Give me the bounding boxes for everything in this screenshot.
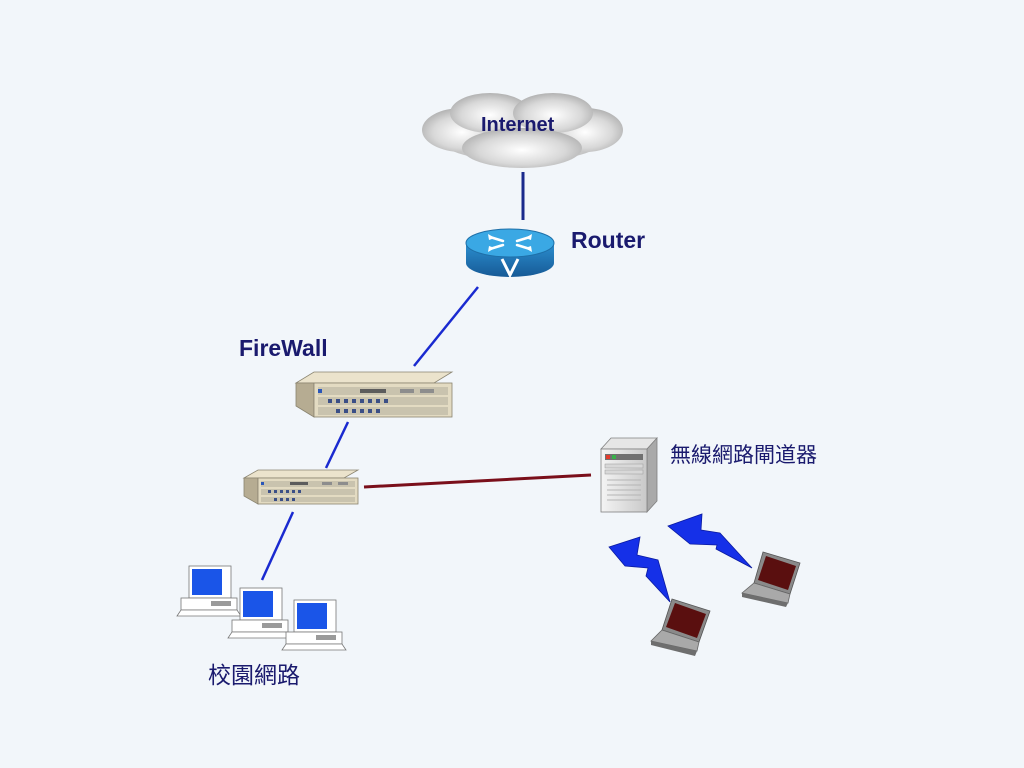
laptop-icon: [650, 598, 711, 656]
link-switch-campus: [260, 511, 295, 581]
link-switch-wireless-gateway: [363, 473, 592, 489]
link-firewall-switch: [324, 421, 350, 469]
firewall-appliance-icon: [294, 371, 454, 418]
firewall-label: FireWall: [239, 335, 328, 361]
campus-network-label: 校園網路: [208, 663, 300, 689]
wireless-signal-icon: [608, 536, 671, 603]
server-icon: [600, 436, 658, 514]
switch-appliance-icon: [242, 469, 360, 505]
links: [260, 172, 592, 581]
laptop-icon: [741, 551, 801, 607]
desktop-computer-icon: [281, 599, 347, 651]
internet-label: Internet: [481, 114, 555, 136]
router-label: Router: [571, 227, 646, 253]
router-icon: [465, 228, 555, 279]
desktop-computer-icon: [176, 565, 242, 617]
link-router-firewall: [413, 286, 479, 367]
wireless-signal-icon: [667, 513, 753, 569]
desktop-computer-icon: [227, 587, 293, 639]
wireless-gateway-label: 無線網路閘道器: [670, 443, 817, 467]
cloud-icon: [422, 93, 623, 168]
